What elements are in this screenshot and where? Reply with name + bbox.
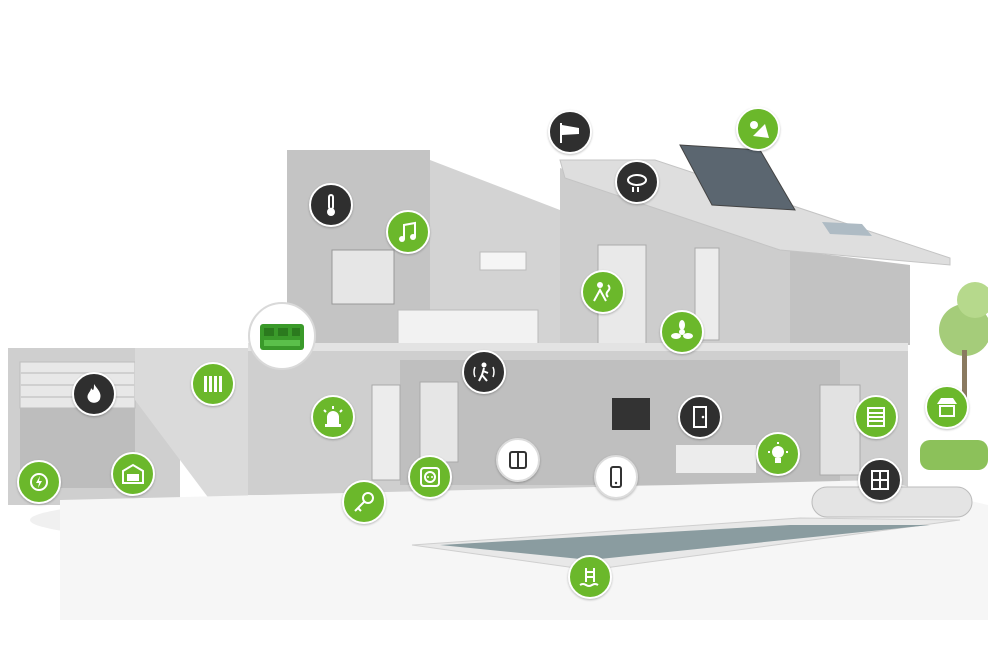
awning-icon[interactable] [925, 385, 969, 429]
thermometer-icon[interactable] [309, 183, 353, 227]
control-module-hub[interactable] [248, 302, 316, 370]
light-bulb-icon[interactable] [756, 432, 800, 476]
air-flow-person-icon[interactable] [581, 270, 625, 314]
pool-ladder-icon[interactable] [568, 555, 612, 599]
sofa [676, 445, 756, 473]
front-door [371, 384, 401, 481]
smartphone-icon[interactable] [594, 455, 638, 499]
power-socket-icon[interactable] [408, 455, 452, 499]
alarm-siren-icon[interactable] [311, 395, 355, 439]
wall-switch-icon[interactable] [496, 438, 540, 482]
windsock-icon[interactable] [548, 110, 592, 154]
rain-cloud-icon[interactable] [615, 160, 659, 204]
music-note-icon[interactable] [386, 210, 430, 254]
control-module-icon [260, 324, 304, 350]
ev-charger-icon[interactable] [17, 460, 61, 504]
fan-icon[interactable] [660, 310, 704, 354]
tv [612, 398, 650, 430]
fire-icon[interactable] [72, 372, 116, 416]
ac-unit [479, 251, 527, 271]
door-icon[interactable] [678, 395, 722, 439]
floor-slab [248, 343, 908, 351]
upper-window [331, 249, 395, 305]
window-icon[interactable] [858, 458, 902, 502]
skylight [822, 222, 872, 236]
hedge [920, 440, 988, 470]
motion-sensor-icon[interactable] [462, 350, 506, 394]
right-wing [790, 250, 910, 345]
key-icon[interactable] [342, 480, 386, 524]
radiator-icon[interactable] [191, 362, 235, 406]
pool-water [440, 525, 930, 560]
fridge [419, 381, 459, 463]
garage-icon[interactable] [111, 452, 155, 496]
window-blind-icon[interactable] [854, 395, 898, 439]
bed [397, 309, 539, 346]
solar-panel [679, 144, 796, 211]
sun-shade-icon[interactable] [736, 107, 780, 151]
patio-door [819, 384, 861, 476]
